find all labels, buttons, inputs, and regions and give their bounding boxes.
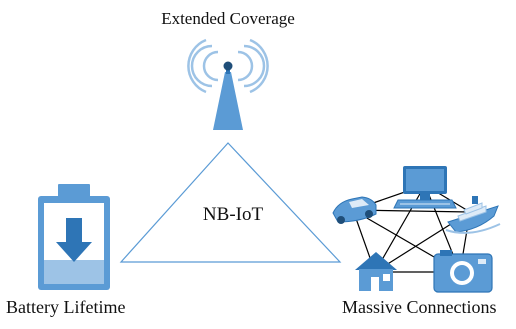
nb-iot-triangle — [119, 142, 342, 263]
battery-download-icon — [38, 184, 110, 290]
battery-lifetime-label: Battery Lifetime — [6, 297, 126, 317]
extended-coverage-label: Extended Coverage — [161, 9, 295, 28]
car-icon — [332, 196, 377, 224]
nb-iot-label: NB-IoT — [202, 204, 264, 225]
computer-icon — [393, 166, 457, 209]
massive-connections-label: Massive Connections — [342, 297, 497, 317]
ship-icon — [445, 196, 501, 234]
antenna-tower-icon — [187, 38, 269, 130]
camera-icon — [433, 250, 493, 293]
house-icon — [355, 252, 397, 291]
